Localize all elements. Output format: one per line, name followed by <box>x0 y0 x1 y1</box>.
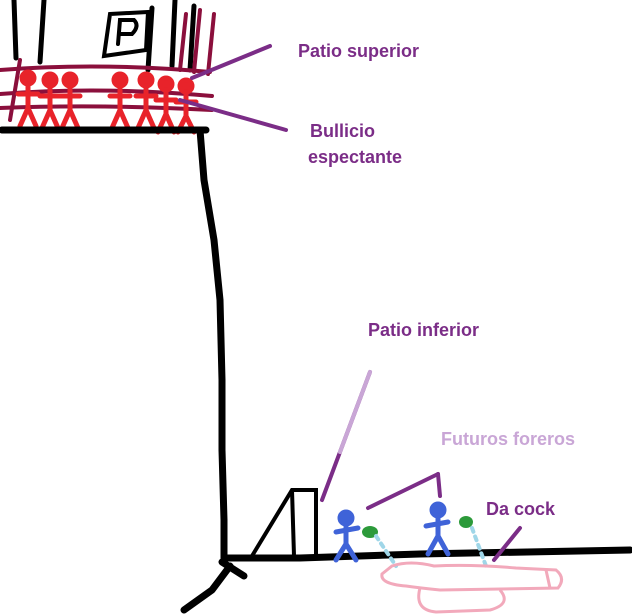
wall-and-floors <box>0 126 632 614</box>
crowd-label-line1: Bullicio <box>310 121 376 141</box>
lower-patio-label: Patio inferior <box>368 320 480 340</box>
letter-p-sign-icon <box>101 9 151 59</box>
ball-label: Da cock <box>486 499 556 519</box>
upper-patio-label: Patio superior <box>298 41 420 61</box>
stick-figure-player-icon <box>333 501 451 563</box>
racket-icon <box>362 516 473 538</box>
stick-figure-crowd-icon <box>15 69 199 135</box>
future-posters-label: Futuros foreros <box>441 429 576 449</box>
upper-building <box>11 0 197 73</box>
shuttle-trajectory <box>374 526 488 568</box>
crowd-label-line2: espectante <box>308 147 403 167</box>
lower-patio-structure <box>250 488 318 558</box>
lower-patio-pointer-fade <box>338 370 372 454</box>
pink-ball-shape <box>380 561 563 614</box>
